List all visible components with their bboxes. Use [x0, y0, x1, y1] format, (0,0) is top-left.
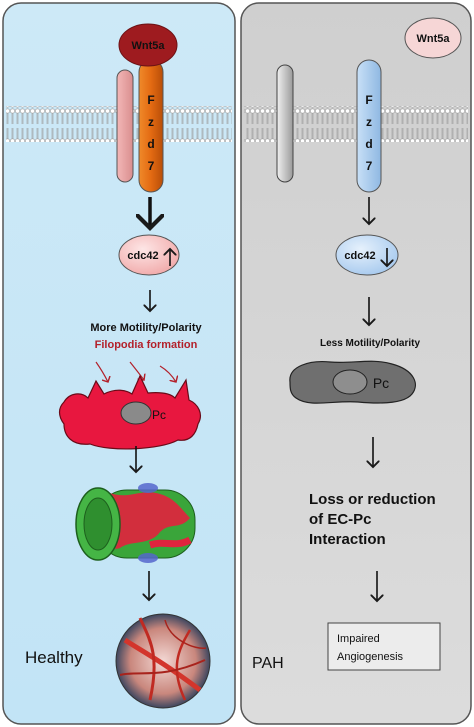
left-coreceptor	[116, 69, 134, 183]
left-healthy-label: Healthy	[25, 648, 83, 667]
right-interaction-line-3: Interaction	[309, 531, 386, 548]
left-vessel-illustration	[75, 483, 196, 563]
left-wnt5a-ligand	[118, 23, 178, 67]
left-pericyte-nucleus	[120, 401, 152, 425]
right-interaction-line-1: Loss or reduction	[309, 491, 436, 508]
right-pah-label: PAH	[252, 655, 284, 672]
right-outcome-box	[327, 622, 441, 671]
left-fzd-letter-f: F	[147, 93, 154, 107]
left-cdc42-node	[118, 234, 180, 276]
left-vessel-pericyte-coverage	[102, 492, 190, 549]
left-fzd-letter-7: 7	[148, 159, 155, 173]
right-fzd-letter-f: F	[365, 93, 372, 107]
left-filopodia-arrow-2	[129, 361, 144, 380]
vessel-branch-3	[175, 629, 192, 701]
right-fzd-letter-7: 7	[366, 159, 373, 173]
right-fzd7-receptor	[356, 59, 382, 193]
right-coreceptor	[276, 64, 294, 183]
vessel-branch-5	[164, 619, 207, 649]
left-filopodia-text: Filopodia formation	[95, 339, 198, 351]
left-vessel-lumen	[83, 497, 113, 551]
left-vessel-marker-top	[138, 483, 158, 493]
right-panel: Wnt5a F z d 7 cdc42 Less Motility/Polari…	[240, 2, 472, 725]
right-wnt5a-label: Wnt5a	[417, 33, 451, 45]
left-cdc42-label: cdc42	[127, 250, 158, 262]
right-pc-label: Pc	[373, 375, 389, 391]
right-fzd-letter-d: d	[365, 137, 372, 151]
right-fzd-letter-z: z	[366, 115, 372, 129]
left-filopodia-arrow-3	[159, 365, 176, 382]
left-vessel-marker-bottom	[138, 553, 158, 563]
right-outcome-line-1: Impaired	[337, 633, 380, 645]
right-motility-text: Less Motility/Polarity	[320, 338, 420, 349]
vessel-branch-2	[138, 617, 156, 701]
right-wnt5a-ligand	[404, 17, 462, 59]
left-vessel-network-image	[115, 613, 211, 709]
right-cdc42-label: cdc42	[344, 250, 375, 262]
right-pericyte-nucleus	[332, 369, 368, 395]
right-outcome-line-2: Angiogenesis	[337, 651, 404, 663]
vessel-branch-4	[119, 659, 206, 676]
left-panel: F z d 7 Wnt5a cdc42 More Motility/Polari…	[2, 2, 236, 725]
left-fzd-letter-z: z	[148, 115, 154, 129]
left-pc-label: Pc	[152, 408, 166, 422]
right-interaction-line-2: of EC-Pc	[309, 511, 372, 528]
left-filopodia-arrow-1	[95, 361, 108, 382]
left-fzd-letter-d: d	[147, 137, 154, 151]
left-motility-text: More Motility/Polarity	[90, 322, 202, 334]
left-vessel-pericyte-process	[148, 536, 192, 549]
left-wnt5a-label: Wnt5a	[132, 40, 166, 52]
